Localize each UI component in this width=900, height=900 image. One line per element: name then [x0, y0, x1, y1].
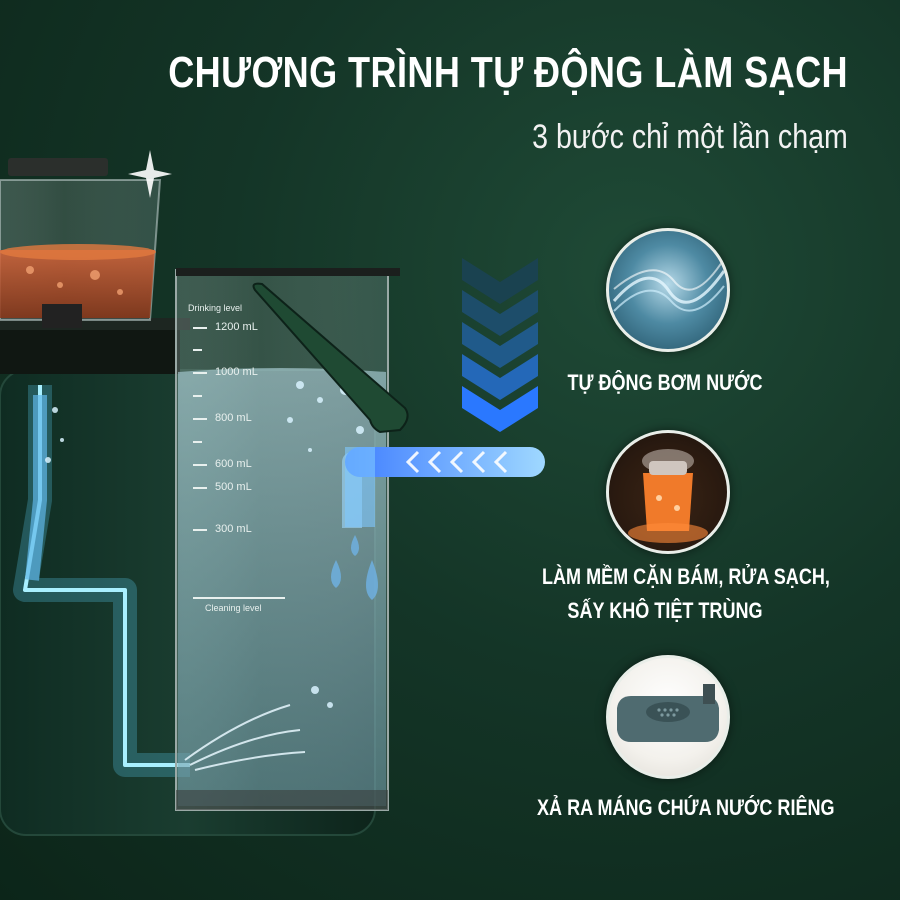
sparkle-icon: [128, 150, 172, 198]
water-drop-icon: [351, 535, 359, 556]
step-1-image: [606, 228, 730, 352]
down-chevrons-icon: [462, 258, 538, 432]
tank-mark-600: 600 mL: [215, 458, 252, 470]
water-tank: [45, 268, 400, 811]
step-3-label: XẢ RA MÁNG CHỨA NƯỚC RIÊNG: [537, 795, 835, 820]
glass-kettle: [0, 158, 162, 328]
step-2-image: [606, 430, 730, 554]
tank-mark-800: 800 mL: [215, 412, 252, 424]
tank-handle: [252, 282, 409, 434]
tank-top-label: Drinking level: [188, 303, 243, 313]
heating-cup-icon: [628, 449, 708, 543]
step-2-label-line2: SẤY KHÔ TIỆT TRÙNG: [567, 598, 763, 623]
page-title: CHƯƠNG TRÌNH TỰ ĐỘNG LÀM SẠCH: [168, 48, 848, 97]
page-subtitle: 3 bước chỉ một lần chạm: [532, 118, 848, 156]
kettle-base: [0, 322, 180, 374]
tank-mark-500: 500 mL: [215, 481, 252, 493]
tank-mark-1200: 1200 mL: [215, 321, 258, 333]
tank-bottom-label: Cleaning level: [205, 603, 262, 613]
tank-mark-1000: 1000 mL: [215, 366, 258, 378]
tank-mark-300: 300 mL: [215, 523, 252, 535]
step-3-image: [606, 655, 730, 779]
step-2-label-line1: LÀM MỀM CẶN BÁM, RỬA SẠCH,: [542, 564, 830, 589]
drain-tray-icon: [617, 684, 719, 742]
step-1-label: TỰ ĐỘNG BƠM NƯỚC: [567, 370, 763, 395]
water-pump-icon: [612, 258, 726, 312]
water-swirl: [184, 704, 306, 771]
flow-arrows-icon: [405, 450, 508, 474]
